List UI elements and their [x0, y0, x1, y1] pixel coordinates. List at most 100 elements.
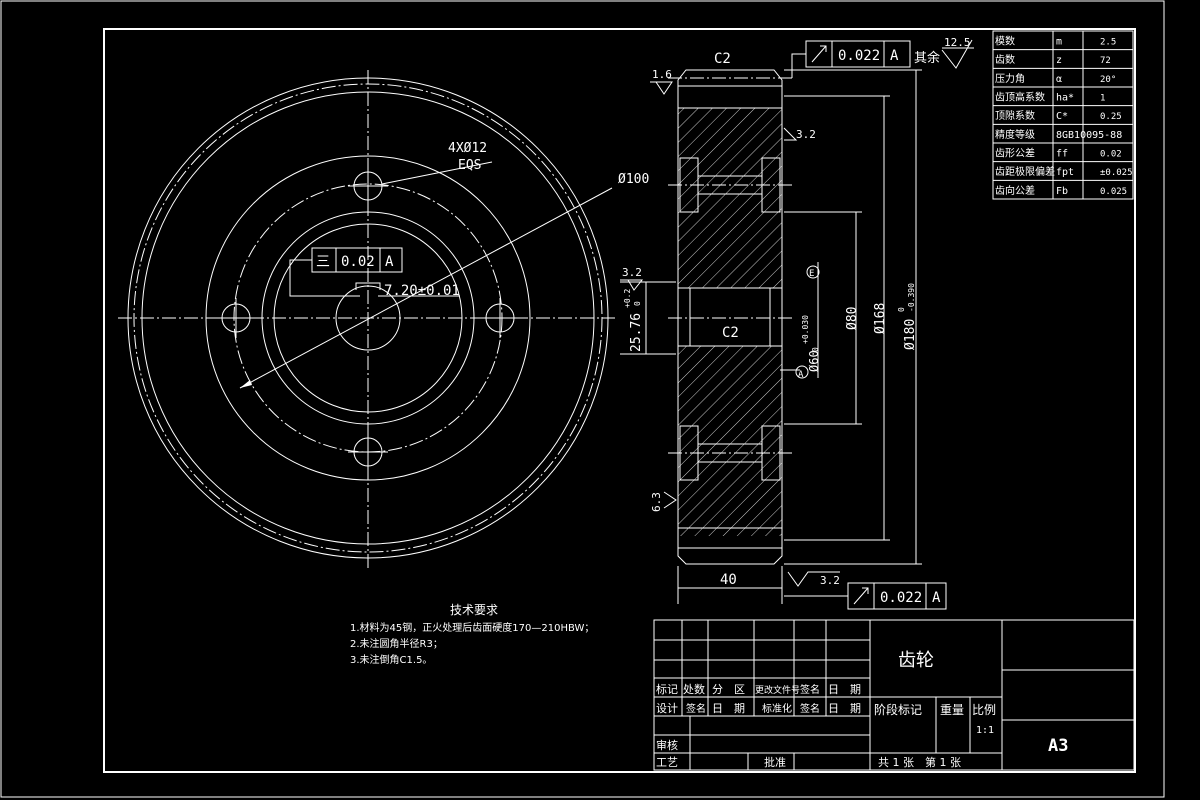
- tb-date2: 日 期: [712, 702, 745, 715]
- param-value: 2.5: [1100, 37, 1116, 47]
- drawing-frame: [103, 28, 1136, 773]
- param-symbol: α: [1056, 74, 1062, 85]
- datum-a-label: A: [798, 370, 804, 380]
- tb-zone: 分 区: [712, 683, 745, 696]
- chamfer-c2-bore: C2: [722, 325, 739, 341]
- chamfer-c2-top: C2: [714, 51, 731, 67]
- dia-60-tol-lower: 0: [811, 347, 820, 352]
- param-symbol: m: [1056, 36, 1062, 47]
- param-value: 1: [1100, 93, 1105, 103]
- tb-scale-value: 1:1: [976, 725, 994, 736]
- param-symbol: ha*: [1056, 92, 1074, 103]
- dia-180-dim: Ø180: [903, 319, 918, 350]
- flatness-symbol: 三: [316, 254, 330, 270]
- roughness-symbol: [941, 39, 973, 69]
- roughness-3-2-right: 3.2: [796, 128, 816, 141]
- roughness-symbol: [787, 571, 840, 587]
- width-40-dim: 40: [720, 572, 737, 588]
- hatch-upper: [678, 108, 782, 288]
- param-value: ±0.025: [1100, 168, 1133, 178]
- param-name: 精度等级: [995, 128, 1035, 141]
- tip-circle: [127, 77, 609, 559]
- param-symbol: Fb: [1056, 186, 1068, 197]
- param-name: 齿形公差: [995, 146, 1035, 159]
- keyway-width-dim: 7.20±0.01: [384, 283, 460, 299]
- param-value: 0.025: [1100, 187, 1127, 197]
- roughness-rest-label: 其余: [914, 50, 940, 66]
- dia-168-dim: Ø168: [873, 303, 888, 334]
- envelope-e: E: [809, 269, 814, 279]
- roughness-symbol: [663, 491, 677, 509]
- hub-outer-circle: [261, 211, 475, 425]
- tb-std: 标准化: [762, 702, 792, 715]
- param-name: 压力角: [995, 72, 1025, 85]
- paper-format: A3: [1048, 736, 1068, 756]
- keyway-depth-dim: 25.76: [629, 313, 644, 352]
- param-name: 齿距极限偏差: [995, 165, 1055, 178]
- root-circle: [141, 91, 595, 545]
- roughness-3-2-bottom: 3.2: [820, 574, 840, 587]
- flatness-frame: 三 0.02 A: [289, 247, 403, 297]
- pitch-circle: [133, 83, 603, 553]
- param-value: 0.25: [1100, 112, 1122, 122]
- hole-leader: [381, 161, 493, 185]
- param-name: 齿数: [995, 53, 1015, 66]
- fcf-leader: [289, 259, 360, 297]
- arrow: [240, 380, 252, 388]
- tb-sign: 签名: [800, 683, 820, 696]
- param-name: 模数: [995, 34, 1015, 47]
- datum-a-symbol: [795, 365, 809, 379]
- runout-arrow-icon: [853, 587, 869, 605]
- part-name: 齿轮: [898, 650, 934, 671]
- param-symbol: fpt: [1056, 167, 1074, 178]
- roughness-12-5: 12.5: [944, 36, 971, 49]
- hub-chamfer-circle: [273, 223, 463, 413]
- keyway: [355, 282, 381, 290]
- flatness-datum: A: [385, 254, 394, 270]
- tb-scale: 比例: [972, 703, 996, 717]
- notes-line-3: 3.未注倒角C1.5。: [350, 653, 432, 666]
- bore-section: [677, 287, 783, 347]
- param-symbol: z: [1056, 55, 1062, 66]
- notes-title: 技术要求: [450, 603, 498, 617]
- tb-stage: 阶段标记: [874, 702, 922, 717]
- tb-approve: 批准: [764, 755, 786, 769]
- tb-weight: 重量: [940, 703, 964, 717]
- tb-design: 设计: [656, 702, 678, 715]
- runout-datum-top: A: [890, 48, 899, 64]
- param-value: 20°: [1100, 75, 1116, 85]
- runout-frame-bottom: 0.022 A: [784, 582, 947, 610]
- roughness-symbol: [620, 279, 644, 291]
- dia-80-dim: Ø80: [845, 307, 860, 330]
- param-symbol: ff: [1056, 148, 1068, 159]
- param-name: 齿顶高系数: [995, 90, 1045, 103]
- notes-line-1: 1.材料为45钢，正火处理后齿面硬度170—210HBW；: [350, 621, 594, 634]
- hatch-lower: [678, 346, 782, 536]
- param-name: 顶隙系数: [995, 109, 1035, 122]
- roughness-symbol: [650, 81, 673, 95]
- keyway-depth-tol-upper: +0.2: [623, 289, 632, 308]
- dia-60-tol-upper: +0.030: [801, 315, 810, 344]
- hole-eqs-label: EQS: [458, 158, 481, 173]
- tb-sign3: 签名: [800, 702, 820, 715]
- runout-frame-top: 0.022 A: [791, 40, 911, 78]
- section-view: C2 C2 1.6 3.2 6.3 3.2 25.76 +0.2 0 Ø60 +…: [620, 36, 974, 610]
- runout-arrow-icon: [811, 45, 827, 63]
- technical-notes: 技术要求 1.材料为45钢，正火处理后齿面硬度170—210HBW； 2.未注圆…: [350, 603, 594, 666]
- dia-180-tol-upper: 0: [897, 307, 906, 312]
- runout-datum-bottom: A: [932, 590, 941, 606]
- param-symbol: C*: [1056, 111, 1068, 122]
- tb-sheets: 共 1 张 第 1 张: [878, 755, 961, 769]
- envelope-symbol: [806, 265, 820, 279]
- fcf-leader: [791, 53, 806, 78]
- od100-leader: [239, 187, 613, 389]
- runout-tol-top: 0.022: [838, 48, 880, 64]
- notes-line-2: 2.未注圆角半径R3；: [350, 637, 443, 650]
- runout-tol-bottom: 0.022: [880, 590, 922, 606]
- param-name: 齿向公差: [995, 184, 1035, 197]
- tb-docno: 更改文件号: [755, 684, 800, 696]
- tb-date: 日 期: [828, 683, 861, 696]
- dia-180-tol-lower: -0.390: [907, 283, 916, 312]
- tb-mark: 标记: [656, 682, 678, 696]
- roughness-6-3: 6.3: [650, 492, 663, 512]
